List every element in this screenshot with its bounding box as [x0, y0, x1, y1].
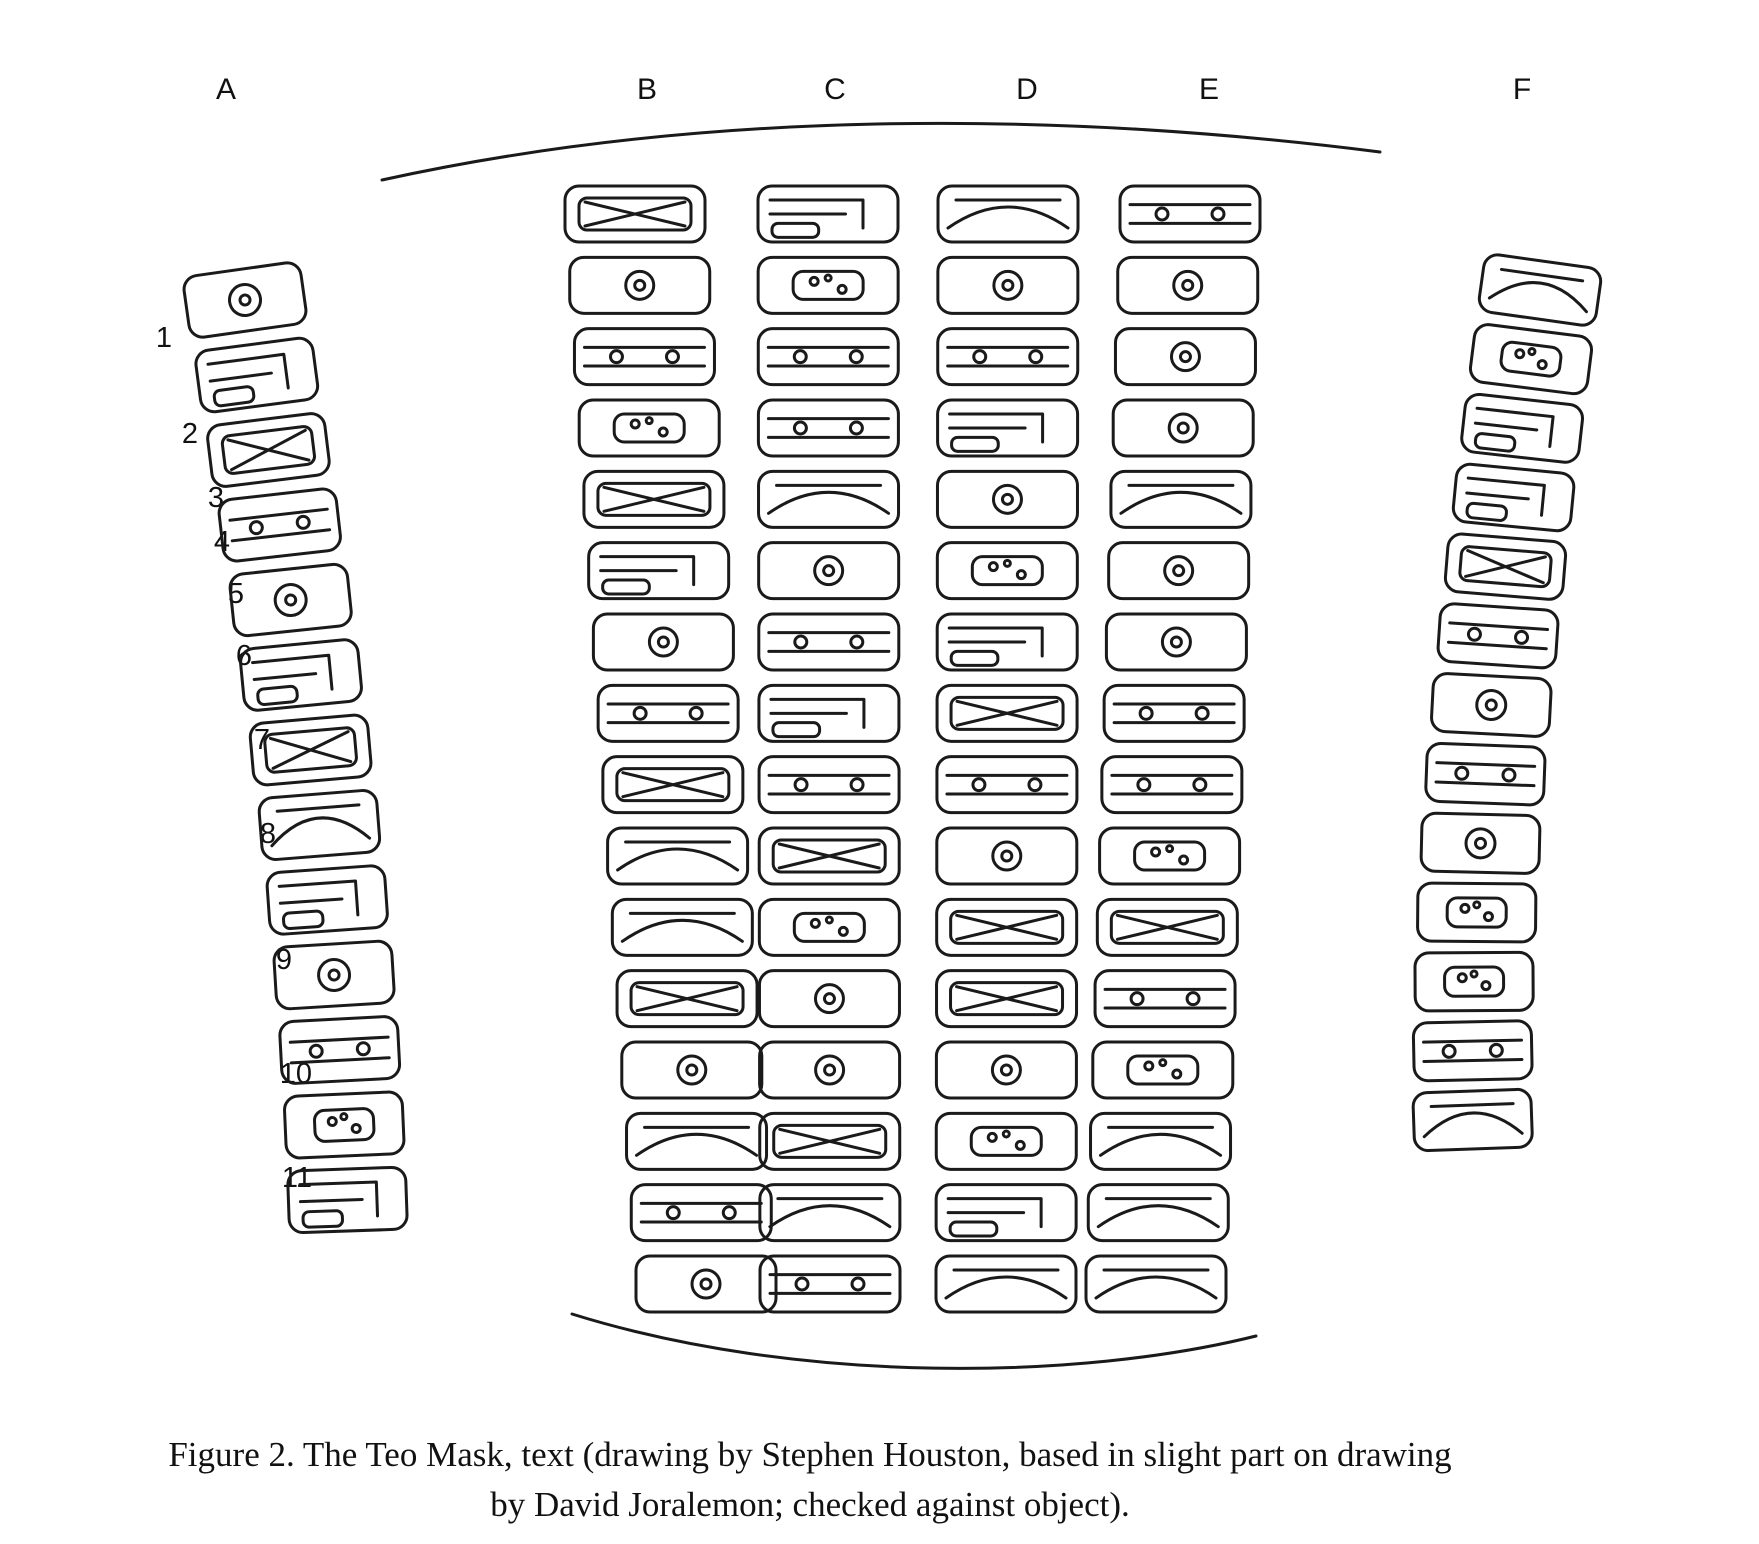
column-label-a: A	[215, 73, 236, 106]
mask-bottom-outline	[570, 1312, 1258, 1370]
column-label-c: C	[824, 73, 846, 106]
figure-caption: Figure 2. The Teo Mask, text (drawing by…	[60, 1430, 1560, 1530]
caption-line-1: Figure 2. The Teo Mask, text (drawing by…	[168, 1435, 1452, 1474]
column-label-b: B	[636, 73, 657, 106]
row-number-2: 2	[181, 418, 198, 450]
column-label-e: E	[1198, 73, 1219, 106]
column-label-d: D	[1016, 73, 1038, 106]
row-number-1: 1	[155, 322, 172, 354]
row-number-8: 8	[259, 818, 276, 850]
row-number-9: 9	[275, 944, 292, 976]
mask-top-outline	[380, 121, 1382, 182]
column-label-f: F	[1512, 73, 1532, 106]
caption-line-2: by David Joralemon; checked against obje…	[490, 1485, 1130, 1524]
